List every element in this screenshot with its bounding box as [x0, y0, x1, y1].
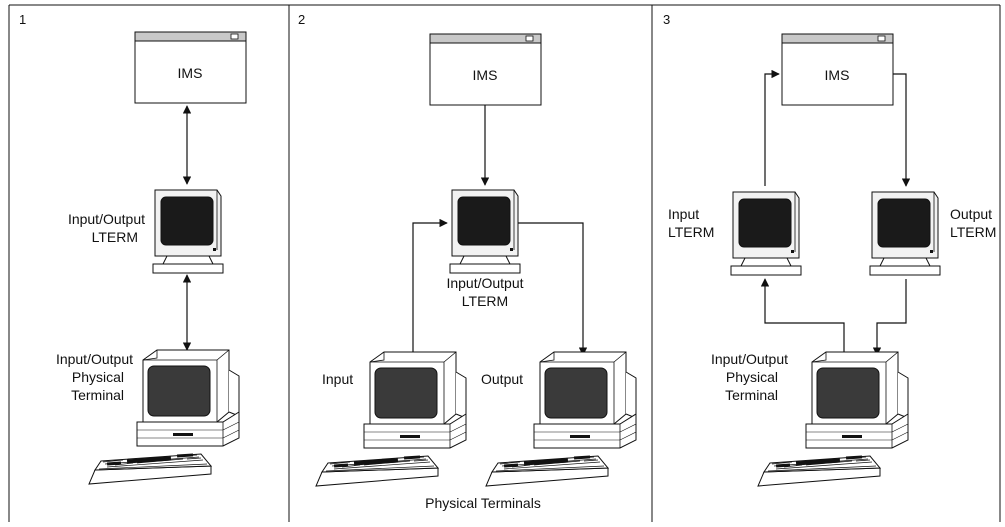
terminal-label-line1: Input/Output [56, 351, 133, 367]
input-to-lterm-arrow [412, 218, 448, 352]
panel-2: 2 IMS Input/Output LTERM Input Output Ph… [298, 12, 637, 511]
lterm-label-line2: LTERM [92, 229, 138, 245]
input-lterm-line2: LTERM [668, 224, 714, 240]
input-lterm-to-ims-arrow [764, 69, 780, 186]
input-lterm-line1: Input [668, 206, 699, 222]
ims-window: IMS [134, 31, 247, 104]
terminal-label-line1: Input/Output [711, 351, 788, 367]
input-lterm-monitor-icon [730, 191, 802, 276]
terminal-label-line2: Physical [72, 369, 124, 385]
panel-1: 1 IMS Input/Output LTERM Input/Output Ph… [19, 12, 247, 485]
output-lterm-line1: Output [950, 206, 992, 222]
lterm-monitor-icon [152, 189, 224, 274]
panel-number: 3 [663, 12, 670, 27]
terminal-label-line3: Terminal [71, 387, 124, 403]
terminal-label-line2: Physical [726, 369, 778, 385]
lterm-to-output-arrow [518, 222, 588, 356]
output-lterm-monitor-icon [869, 191, 941, 276]
terminal-label-line3: Terminal [725, 387, 778, 403]
ims-window: IMS [781, 33, 894, 106]
input-terminal-label: Input [322, 371, 353, 387]
lterm-label-line1: Input/Output [68, 211, 145, 227]
output-terminal-label: Output [481, 371, 523, 387]
ims-label: IMS [825, 67, 850, 83]
ims-window: IMS [429, 33, 542, 106]
output-lterm-to-terminal-arrow [872, 279, 907, 356]
ims-label: IMS [473, 67, 498, 83]
output-lterm-line2: LTERM [950, 224, 996, 240]
physical-terminal-icon [757, 351, 909, 487]
ims-to-output-lterm-arrow [893, 73, 911, 187]
terminal-to-input-lterm-arrow [760, 278, 845, 356]
lterm-monitor-icon [449, 189, 521, 274]
panel-number: 2 [298, 12, 305, 27]
panel-3: 3 IMS Input LTERM Output LTERM Input/Out… [663, 12, 996, 487]
lterm-label-line2: LTERM [462, 293, 508, 309]
footer-label: Physical Terminals [425, 495, 541, 511]
lterm-label-line1: Input/Output [446, 275, 523, 291]
panel-frames [8, 4, 1001, 522]
panel-number: 1 [19, 12, 26, 27]
ims-label: IMS [178, 65, 203, 81]
